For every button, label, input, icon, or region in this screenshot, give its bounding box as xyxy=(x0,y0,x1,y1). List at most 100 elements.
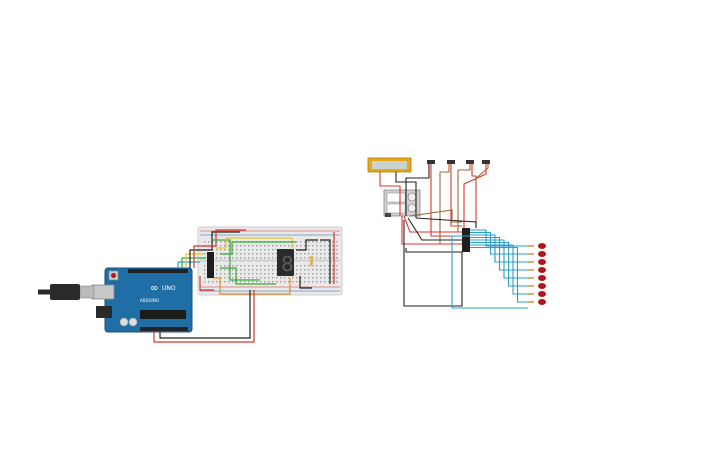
led-resistor[interactable] xyxy=(528,285,534,287)
breadboard-hole xyxy=(244,253,246,255)
breadboard-hole xyxy=(228,257,230,259)
breadboard-hole xyxy=(236,281,238,283)
breadboard-hole xyxy=(224,249,226,251)
wires-right[interactable] xyxy=(379,164,528,309)
breadboard-hole xyxy=(216,281,218,283)
breadboard-hole xyxy=(332,281,334,283)
led-red[interactable] xyxy=(538,259,546,265)
breadboard-hole xyxy=(336,241,338,243)
breadboard-hole xyxy=(276,253,278,255)
led-red[interactable] xyxy=(538,251,546,257)
breadboard-hole xyxy=(264,281,266,283)
input-module[interactable] xyxy=(383,189,421,217)
breadboard-hole xyxy=(252,269,254,271)
led-resistor[interactable] xyxy=(528,261,534,263)
led-wire[interactable] xyxy=(470,239,528,279)
led-red[interactable] xyxy=(538,243,546,249)
led-wire[interactable] xyxy=(470,244,528,295)
breadboard-hole xyxy=(240,265,242,267)
lcd-module[interactable] xyxy=(367,157,412,173)
led-wire[interactable] xyxy=(470,246,528,303)
breadboard-hole xyxy=(268,257,270,259)
led-red[interactable] xyxy=(538,283,546,289)
breadboard-hole xyxy=(204,241,206,243)
breadboard-hole xyxy=(256,253,258,255)
breadboard-hole xyxy=(248,253,250,255)
breadboard-hole xyxy=(272,273,274,275)
breadboard-hole xyxy=(320,269,322,271)
led-red[interactable] xyxy=(538,291,546,297)
led-wire[interactable] xyxy=(470,231,528,255)
breadboard-hole xyxy=(324,257,326,259)
breadboard-hole xyxy=(216,245,218,247)
breadboard-hole xyxy=(224,269,226,271)
led-red[interactable] xyxy=(538,267,546,273)
breadboard-hole xyxy=(336,281,338,283)
breadboard-hole xyxy=(244,265,246,267)
tactile-switches[interactable] xyxy=(427,160,490,164)
breadboard-hole xyxy=(336,265,338,267)
breadboard-hole xyxy=(328,253,330,255)
led-resistor[interactable] xyxy=(528,301,534,303)
shift-register-chip[interactable] xyxy=(207,252,214,278)
breadboard-hole xyxy=(288,281,290,283)
led-resistor[interactable] xyxy=(528,253,534,255)
led-wire[interactable] xyxy=(470,234,528,263)
breadboard-hole xyxy=(252,253,254,255)
breadboard-hole xyxy=(268,253,270,255)
led-resistor[interactable] xyxy=(528,245,534,247)
breadboard-hole xyxy=(240,273,242,275)
breadboard-hole xyxy=(236,253,238,255)
breadboard-hole xyxy=(220,257,222,259)
breadboard-hole xyxy=(244,249,246,251)
breadboard-hole xyxy=(288,245,290,247)
breadboard-hole xyxy=(272,249,274,251)
breadboard-hole xyxy=(296,241,298,243)
led-wires[interactable] xyxy=(470,229,528,303)
led-resistor[interactable] xyxy=(528,269,534,271)
breadboard-hole xyxy=(240,253,242,255)
breadboard-hole xyxy=(256,265,258,267)
breadboard-hole xyxy=(320,245,322,247)
led-red[interactable] xyxy=(538,275,546,281)
breadboard-hole xyxy=(248,257,250,259)
seven-segment-display[interactable]: 8 xyxy=(277,249,294,276)
driver-chip[interactable] xyxy=(462,228,470,252)
led-resistor[interactable] xyxy=(528,277,534,279)
breadboard-hole xyxy=(296,281,298,283)
breadboard-hole xyxy=(244,273,246,275)
breadboard-hole xyxy=(276,277,278,279)
breadboard-hole xyxy=(300,253,302,255)
breadboard-hole xyxy=(276,281,278,283)
breadboard-hole xyxy=(204,269,206,271)
breadboard-hole xyxy=(204,253,206,255)
atmega-chip xyxy=(140,310,186,319)
breadboard-hole xyxy=(216,249,218,251)
breadboard-hole xyxy=(216,269,218,271)
wires-left[interactable] xyxy=(153,229,335,343)
led-resistor[interactable] xyxy=(528,293,534,295)
seven-segment-digit: 8 xyxy=(281,252,294,276)
breadboard-hole xyxy=(324,273,326,275)
breadboard-hole xyxy=(312,249,314,251)
breadboard-hole xyxy=(224,241,226,243)
breadboard-hole xyxy=(232,249,234,251)
breadboard-hole xyxy=(256,249,258,251)
led-red[interactable] xyxy=(538,299,546,305)
right-circuit xyxy=(367,157,546,309)
led-column[interactable] xyxy=(528,243,546,305)
breadboard-hole xyxy=(308,241,310,243)
breadboard-hole xyxy=(208,241,210,243)
resistor[interactable] xyxy=(310,256,313,266)
breadboard-hole xyxy=(308,273,310,275)
led-wire[interactable] xyxy=(470,236,528,271)
breadboard-hole xyxy=(316,245,318,247)
arduino-uno-board[interactable]: ∞ UNO ARDUINO xyxy=(91,267,193,333)
breadboard-hole xyxy=(320,277,322,279)
breadboard-hole xyxy=(328,245,330,247)
led-wire[interactable] xyxy=(470,241,528,287)
breadboard-hole xyxy=(216,253,218,255)
usb-cable-icon[interactable] xyxy=(38,284,95,300)
breadboard-hole xyxy=(268,281,270,283)
